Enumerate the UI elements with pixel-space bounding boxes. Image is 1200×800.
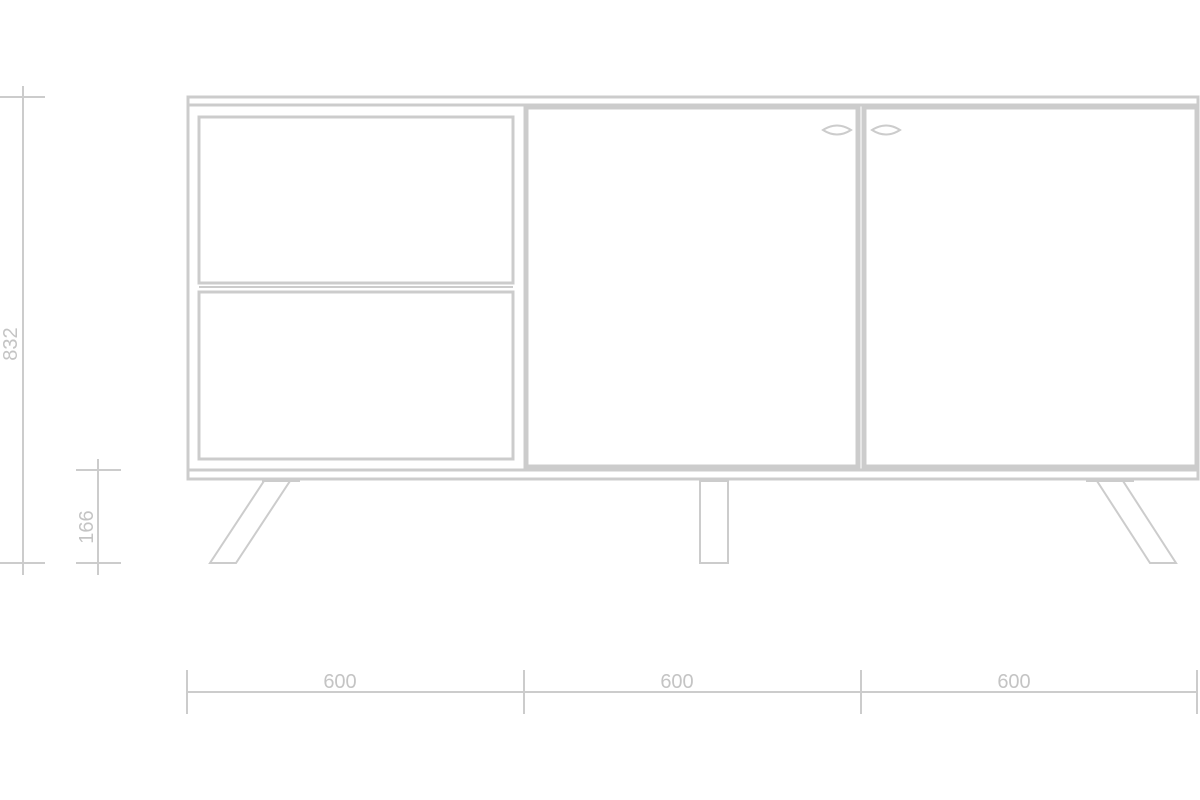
door-middle [523,104,861,470]
door-right-handle [870,124,902,136]
leg-left [208,480,292,564]
width-label-middle: 600 [660,671,693,693]
cabinet-plinth [186,468,1200,481]
dimension-leg-height: 166 [76,459,121,575]
door-middle-handle [821,124,853,136]
width-label-left: 600 [323,671,356,693]
leg-height-label: 166 [76,510,98,543]
drawer-lower [197,290,515,461]
overall-height-label: 832 [0,327,22,360]
legs [208,478,1178,564]
dimension-widths: 600 600 600 [186,670,1198,714]
door-right [861,104,1200,470]
drawer-upper [197,115,515,285]
leg-right [1095,480,1178,564]
leg-center [699,480,729,564]
width-label-right: 600 [997,671,1030,693]
cabinet [186,95,1200,481]
dimension-overall-height: 832 [0,86,45,575]
